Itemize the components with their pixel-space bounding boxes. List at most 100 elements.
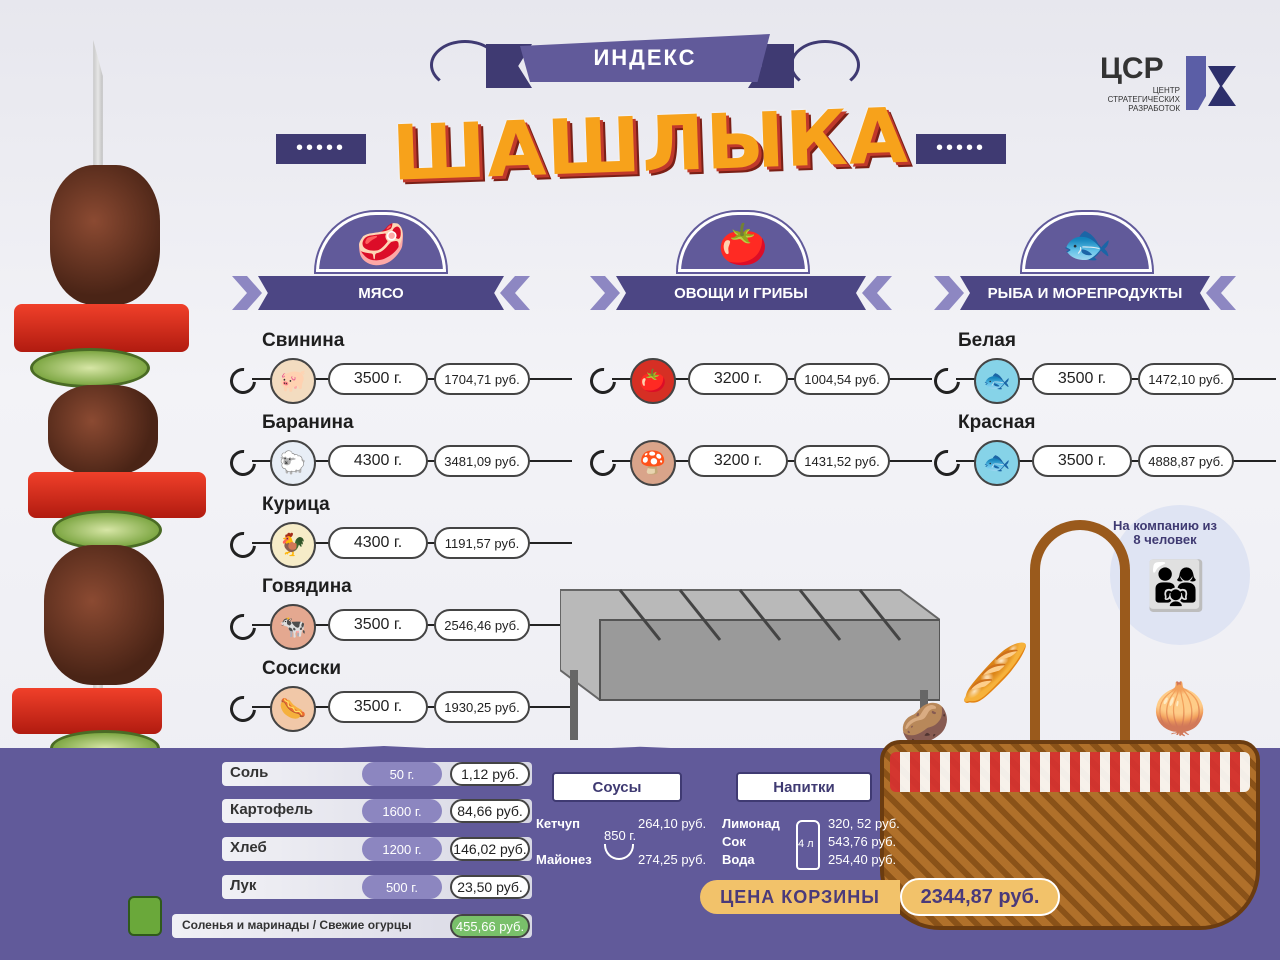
hook-icon xyxy=(584,362,622,400)
chevron-right-icon xyxy=(862,276,892,310)
price-pill: 1472,10 руб. xyxy=(1138,363,1234,395)
ingredient-name: Лук xyxy=(230,877,257,894)
product-name: Баранина xyxy=(262,412,354,433)
hook-icon xyxy=(224,362,262,400)
chevron-left-icon xyxy=(232,276,262,310)
ingredient-name: Картофель xyxy=(230,801,313,818)
price-pill: 1191,57 руб. xyxy=(434,527,530,559)
category-veg: ОВОЩИ И ГРИБЫ xyxy=(616,276,866,310)
sauce-price: 264,10 руб. xyxy=(638,816,707,831)
product-row-pork: 🐖 3500 г. 1704,71 руб. xyxy=(224,358,572,404)
chicken-icon: 🐓 xyxy=(270,522,316,568)
product-row-sausages: 🌭 3500 г. 1930,25 руб. xyxy=(224,686,572,732)
meat-category-dome: 🥩 xyxy=(316,212,446,272)
zucchini-slice xyxy=(52,510,162,550)
product-row-beef: 🐄 3500 г. 2546,46 руб. xyxy=(224,604,572,650)
ingredient-name: Хлеб xyxy=(230,839,267,856)
drinks-header: Напитки xyxy=(736,772,872,802)
basket-price-label: ЦЕНА КОРЗИНЫ xyxy=(700,880,900,914)
ingredient-price: 146,02 руб. xyxy=(450,837,530,861)
price-pill: 3481,09 руб. xyxy=(434,445,530,477)
salmon-icon: 🐟 xyxy=(1062,223,1112,267)
pepper-slice xyxy=(14,304,189,352)
hook-icon xyxy=(224,526,262,564)
drink-price: 254,40 руб. xyxy=(828,852,897,867)
hook-icon xyxy=(928,362,966,400)
basket-price-value: 2344,87 руб. xyxy=(900,878,1060,916)
product-name: Курица xyxy=(262,494,330,515)
hook-icon xyxy=(584,444,622,482)
meat-piece xyxy=(44,545,164,685)
logo-text: ЦСР xyxy=(1100,52,1164,85)
zucchini-slice xyxy=(30,348,150,388)
veg-category-dome: 🍅 xyxy=(678,212,808,272)
weight-pill: 3500 г. xyxy=(1032,363,1132,395)
ingredient-name: Соль xyxy=(230,764,269,781)
category-meat: МЯСО xyxy=(258,276,504,310)
grill-illustration xyxy=(560,589,940,750)
hook-icon xyxy=(224,608,262,646)
product-name: Говядина xyxy=(262,576,352,597)
product-name: Белая xyxy=(958,330,1016,351)
mushroom-icon: 🍄 xyxy=(630,440,676,486)
fish-category-dome: 🐟 xyxy=(1022,212,1152,272)
basket-cloth xyxy=(890,752,1250,792)
potato-icon: 🥔 xyxy=(900,702,950,746)
family-icon: 👨‍👩‍👧 xyxy=(1146,560,1206,613)
pickles-row: Соленья и маринады / Свежие огурцы 455,6… xyxy=(172,912,532,940)
red-fish-icon: 🐟 xyxy=(974,440,1020,486)
category-fish: РЫБА И МОРЕПРОДУКТЫ xyxy=(960,276,1210,310)
ingredient-weight: 1600 г. xyxy=(362,799,442,823)
ingredient-price: 84,66 руб. xyxy=(450,799,530,823)
weight-pill: 3500 г. xyxy=(328,363,428,395)
meat-piece xyxy=(50,165,160,305)
ingredient-price: 1,12 руб. xyxy=(450,762,530,786)
chevron-right-icon xyxy=(1206,276,1236,310)
price-pill: 4888,87 руб. xyxy=(1138,445,1234,477)
chevron-left-icon xyxy=(590,276,620,310)
drink-volume: 4 л xyxy=(798,838,814,850)
weight-pill: 3200 г. xyxy=(688,445,788,477)
ingredient-weight: 1200 г. xyxy=(362,837,442,861)
sauce-name: Кетчуп xyxy=(536,816,580,831)
pepper-slice xyxy=(12,688,162,734)
product-name: Свинина xyxy=(262,330,345,351)
dots-left: ••••• xyxy=(276,134,366,164)
sauces-header: Соусы xyxy=(552,772,682,802)
pickles-price: 455,66 руб. xyxy=(450,914,530,938)
weight-pill: 3500 г. xyxy=(328,691,428,723)
drink-price: 543,76 руб. xyxy=(828,834,897,849)
bread-icon: 🥖 xyxy=(960,641,1030,704)
ingredient-row: Хлеб 1200 г. 146,02 руб. xyxy=(222,835,532,863)
csr-logo: ЦСР ЦЕНТР СТРАТЕГИЧЕСКИХ РАЗРАБОТОК xyxy=(1100,52,1250,116)
meat-icon: 🥩 xyxy=(356,223,406,267)
product-row-lamb: 🐑 4300 г. 3481,09 руб. xyxy=(224,440,572,486)
hook-icon xyxy=(928,444,966,482)
white-fish-icon: 🐟 xyxy=(974,358,1020,404)
product-row-white-fish: 🐟 3500 г. 1472,10 руб. xyxy=(928,358,1276,404)
company-badge: На компанию из 8 человек 👨‍👩‍👧 xyxy=(1110,505,1250,645)
ingredient-row: Лук 500 г. 23,50 руб. xyxy=(222,873,532,901)
drink-name: Сок xyxy=(722,834,746,849)
price-pill: 1004,54 руб. xyxy=(794,363,890,395)
price-pill: 1431,52 руб. xyxy=(794,445,890,477)
basket-handle xyxy=(1030,520,1130,780)
drink-price: 320, 52 руб. xyxy=(828,816,900,831)
product-row-red-fish: 🐟 3500 г. 4888,87 руб. xyxy=(928,440,1276,486)
cow-icon: 🐄 xyxy=(270,604,316,650)
onion-icon: 🧅 xyxy=(1150,683,1210,736)
weight-pill: 4300 г. xyxy=(328,527,428,559)
price-pill: 2546,46 руб. xyxy=(434,609,530,641)
product-row-tomato: 🍅 3200 г. 1004,54 руб. xyxy=(584,358,932,404)
dots-right: ••••• xyxy=(916,134,1006,164)
chevron-right-icon xyxy=(500,276,530,310)
drink-name: Вода xyxy=(722,852,755,867)
company-text: На компанию из 8 человек xyxy=(1112,518,1218,547)
sauce-weight: 850 г. xyxy=(604,828,637,843)
page-title: ШАШЛЫКА xyxy=(390,90,910,198)
price-pill: 1704,71 руб. xyxy=(434,363,530,395)
ingredient-weight: 50 г. xyxy=(362,762,442,786)
sauce-price: 274,25 руб. xyxy=(638,852,707,867)
ingredient-row: Картофель 1600 г. 84,66 руб. xyxy=(222,797,532,825)
tomato-icon: 🍅 xyxy=(630,358,676,404)
